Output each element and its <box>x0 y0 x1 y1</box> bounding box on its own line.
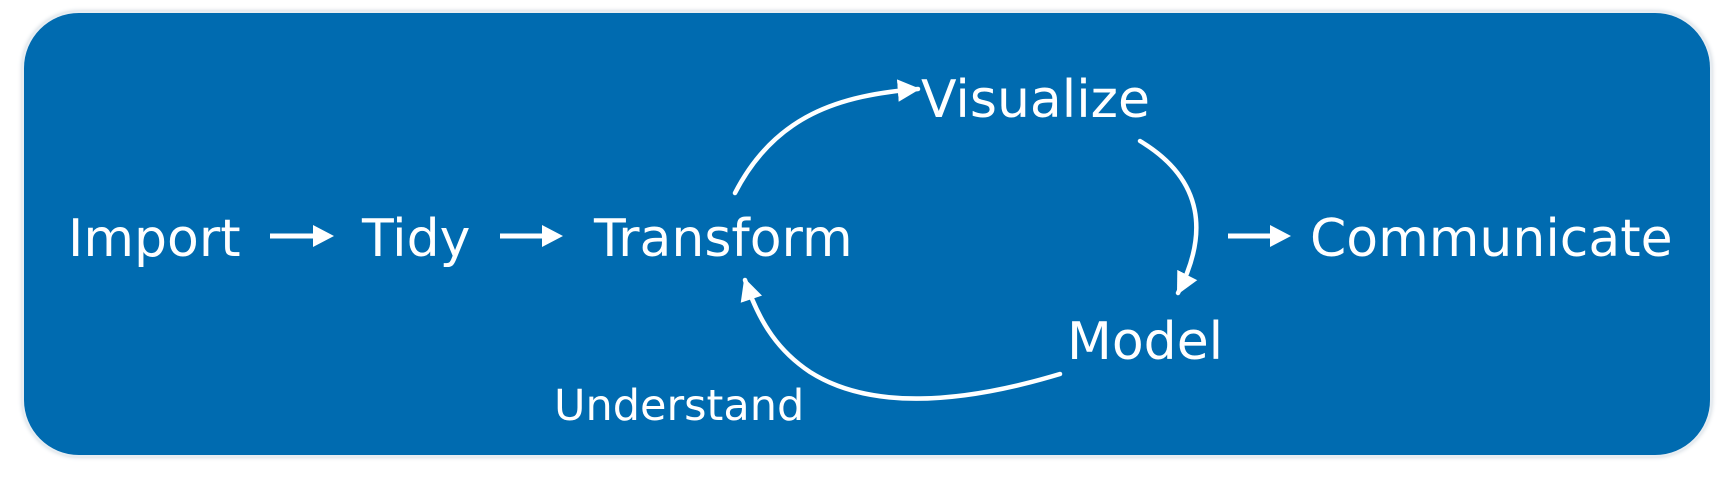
arrow-tidy-to-transform <box>500 225 563 247</box>
node-communicate: Communicate <box>1310 209 1673 269</box>
arrow-import-to-tidy <box>270 225 334 247</box>
arrow-visualize-to-model <box>1137 138 1199 296</box>
node-model: Model <box>1067 312 1223 372</box>
node-import: Import <box>68 209 241 269</box>
cycle-label-understand: Understand <box>554 381 804 431</box>
node-transform: Transform <box>593 209 853 269</box>
node-tidy: Tidy <box>361 209 470 269</box>
arrow-model-to-communicate <box>1228 225 1291 247</box>
arrow-transform-to-visualize <box>732 79 921 196</box>
node-visualize: Visualize <box>921 70 1150 130</box>
arrow-model-to-transform <box>740 277 1063 401</box>
